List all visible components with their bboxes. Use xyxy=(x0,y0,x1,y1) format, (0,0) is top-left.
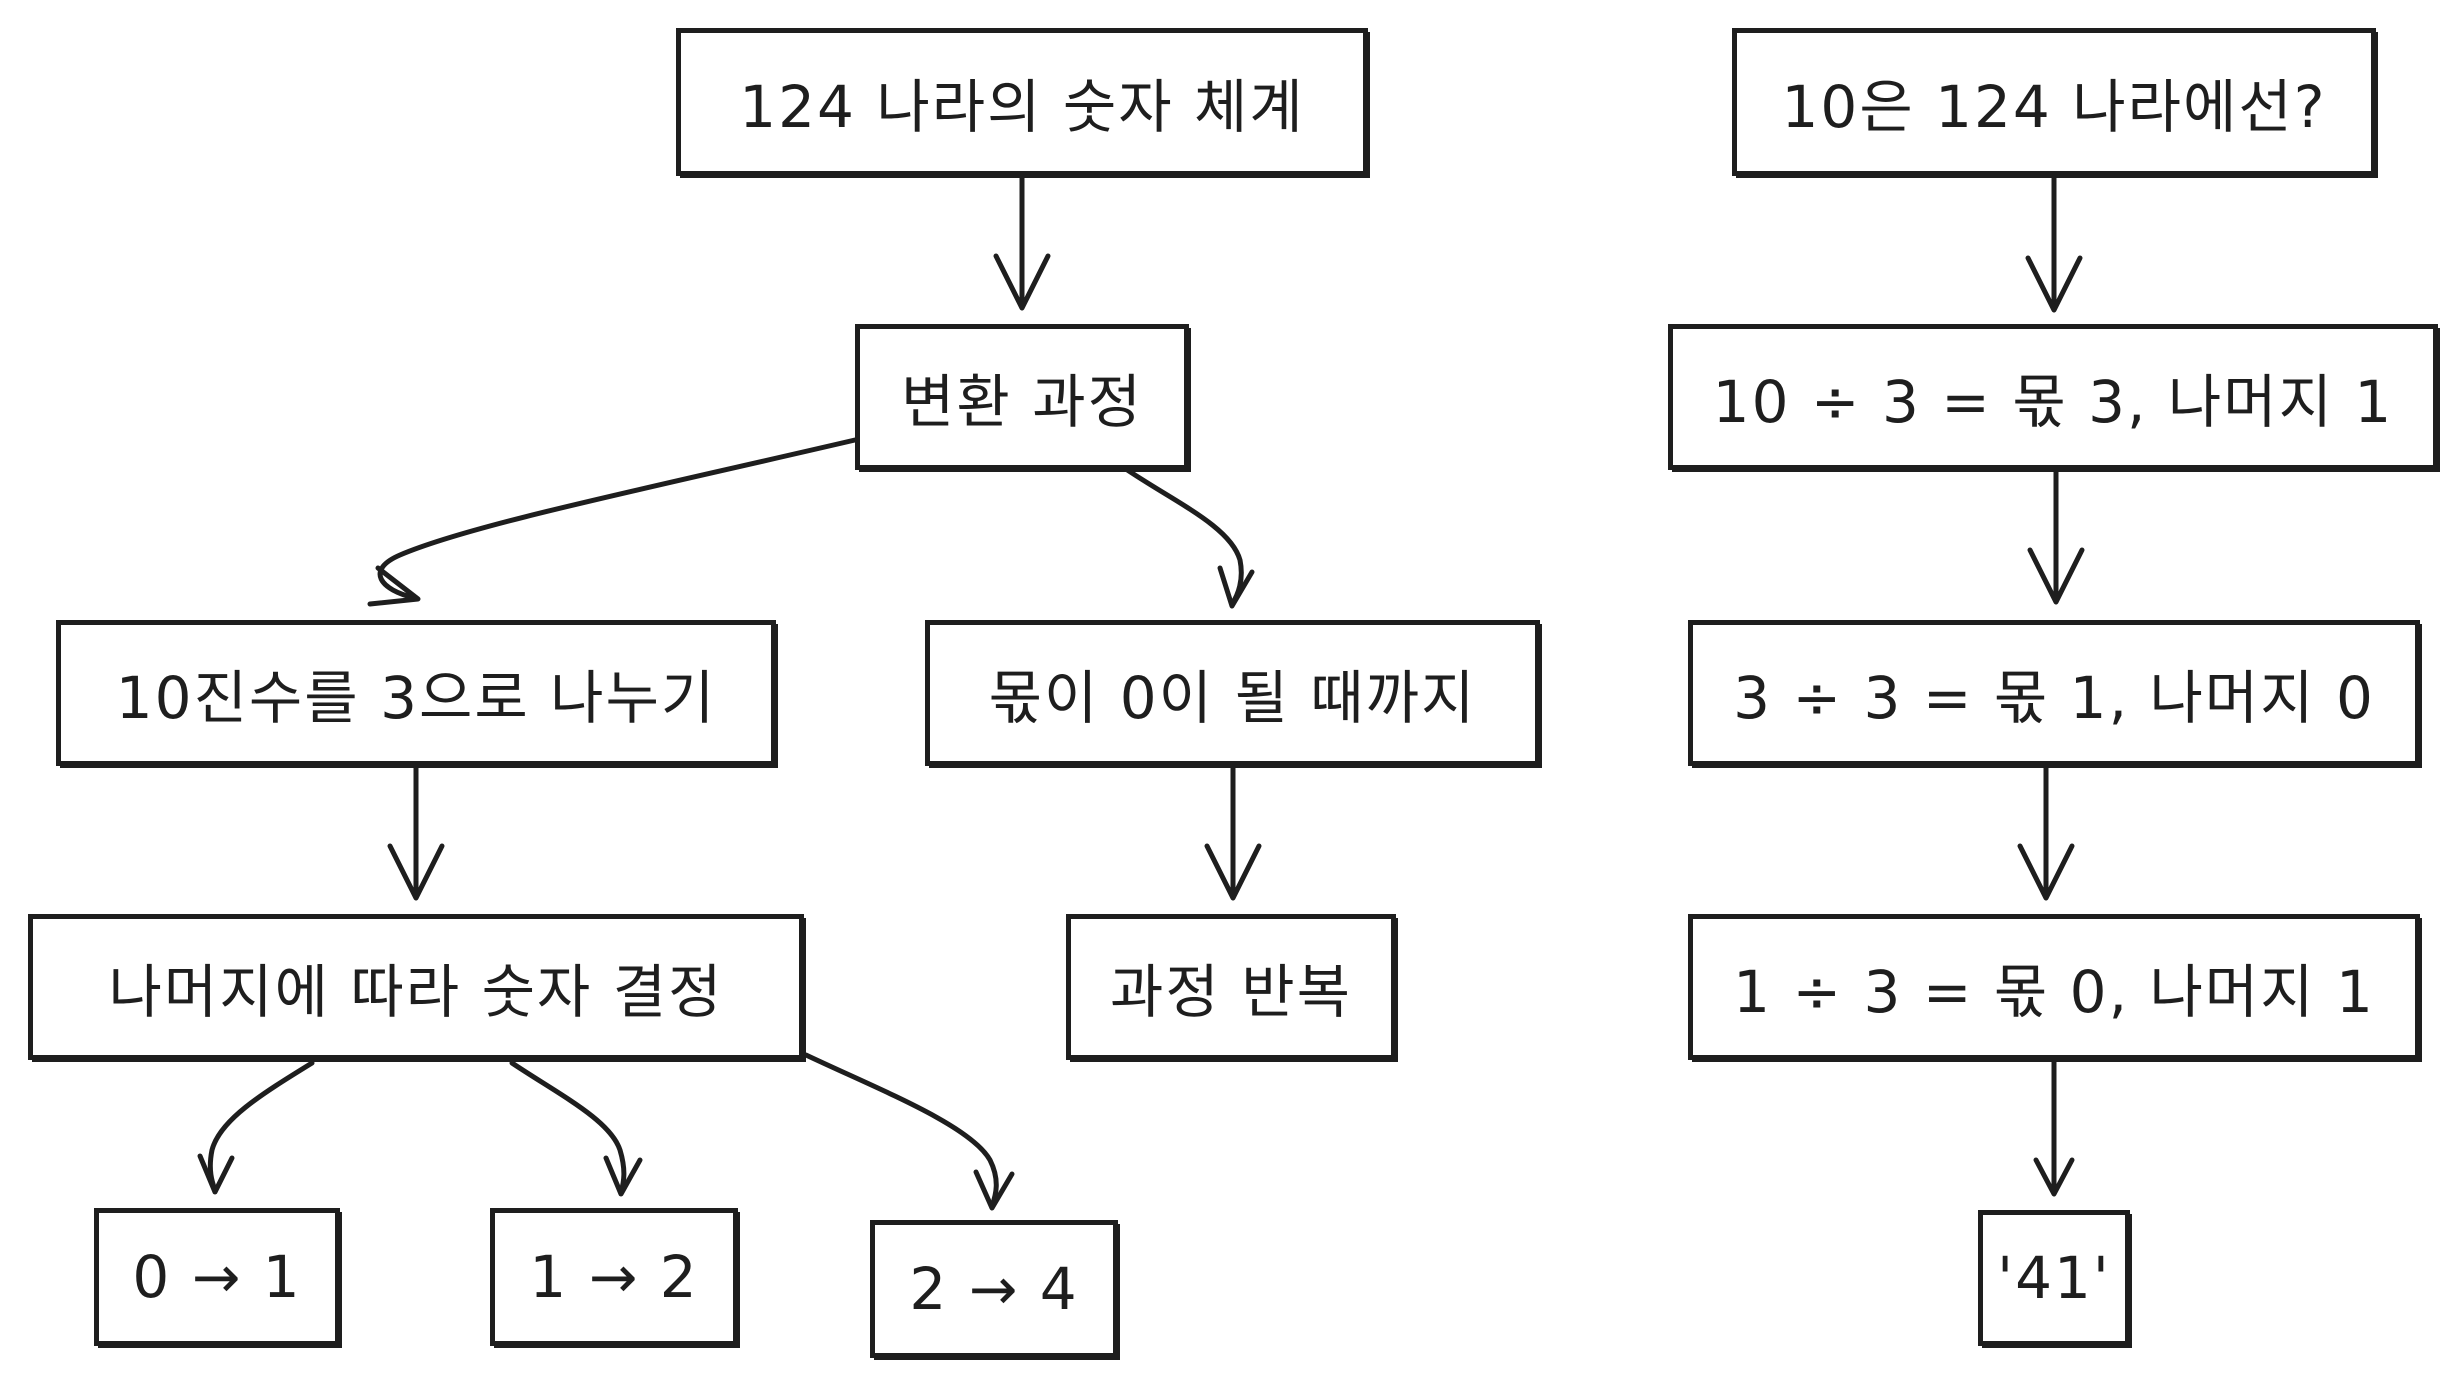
step1-node: 10 ÷ 3 = 몫 3, 나머지 1 xyxy=(1668,324,2438,470)
divide-label: 10진수를 3으로 나누기 xyxy=(115,664,717,732)
question-node: 10은 124 나라에선? xyxy=(1732,28,2376,176)
map-2-label: 2 → 4 xyxy=(909,1255,1079,1323)
step2-label: 3 ÷ 3 = 몫 1, 나머지 0 xyxy=(1733,664,2375,732)
process-node: 변환 과정 xyxy=(855,324,1189,470)
step3-node: 1 ÷ 3 = 몫 0, 나머지 1 xyxy=(1688,914,2420,1060)
arrow-divide-to-remainder xyxy=(387,761,445,901)
arrow-title-to-process xyxy=(993,173,1051,311)
repeat-node: 과정 반복 xyxy=(1066,914,1396,1060)
until-zero-label: 몫이 0이 될 때까지 xyxy=(988,664,1477,732)
map-0-label: 0 → 1 xyxy=(132,1243,302,1311)
step1-label: 10 ÷ 3 = 몫 3, 나머지 1 xyxy=(1712,368,2394,436)
arrow-remainder-to-map2 xyxy=(803,1052,1015,1211)
result-node: '41' xyxy=(1978,1210,2130,1346)
until-zero-node: 몫이 0이 될 때까지 xyxy=(925,620,1540,766)
map-1-label: 1 → 2 xyxy=(529,1243,699,1311)
arrow-step1-to-step2 xyxy=(2027,467,2085,605)
step2-node: 3 ÷ 3 = 몫 1, 나머지 0 xyxy=(1688,620,2420,766)
arrow-remainder-to-map0 xyxy=(197,1060,315,1195)
process-label: 변환 과정 xyxy=(901,368,1143,436)
title-node: 124 나라의 숫자 체계 xyxy=(676,28,1368,176)
arrow-remainder-to-map1 xyxy=(509,1060,643,1197)
arrow-until-zero-to-repeat xyxy=(1204,765,1262,901)
result-label: '41' xyxy=(1997,1244,2111,1312)
remainder-rule-node: 나머지에 따라 숫자 결정 xyxy=(28,914,804,1060)
map-2-node: 2 → 4 xyxy=(870,1220,1118,1358)
arrow-process-to-until-zero xyxy=(1117,462,1255,609)
question-label: 10은 124 나라에선? xyxy=(1781,73,2327,141)
arrow-step3-to-result xyxy=(2033,1057,2075,1197)
step3-label: 1 ÷ 3 = 몫 0, 나머지 1 xyxy=(1733,958,2375,1026)
divide-node: 10진수를 3으로 나누기 xyxy=(56,620,776,766)
repeat-label: 과정 반복 xyxy=(1110,958,1352,1026)
arrow-step2-to-step3 xyxy=(2017,761,2075,901)
arrow-question-to-step1 xyxy=(2025,173,2083,313)
title-label: 124 나라의 숫자 체계 xyxy=(739,73,1305,141)
arrow-process-to-divide xyxy=(367,437,858,607)
map-1-node: 1 → 2 xyxy=(490,1208,738,1346)
remainder-rule-label: 나머지에 따라 숫자 결정 xyxy=(108,958,724,1026)
map-0-node: 0 → 1 xyxy=(94,1208,340,1346)
